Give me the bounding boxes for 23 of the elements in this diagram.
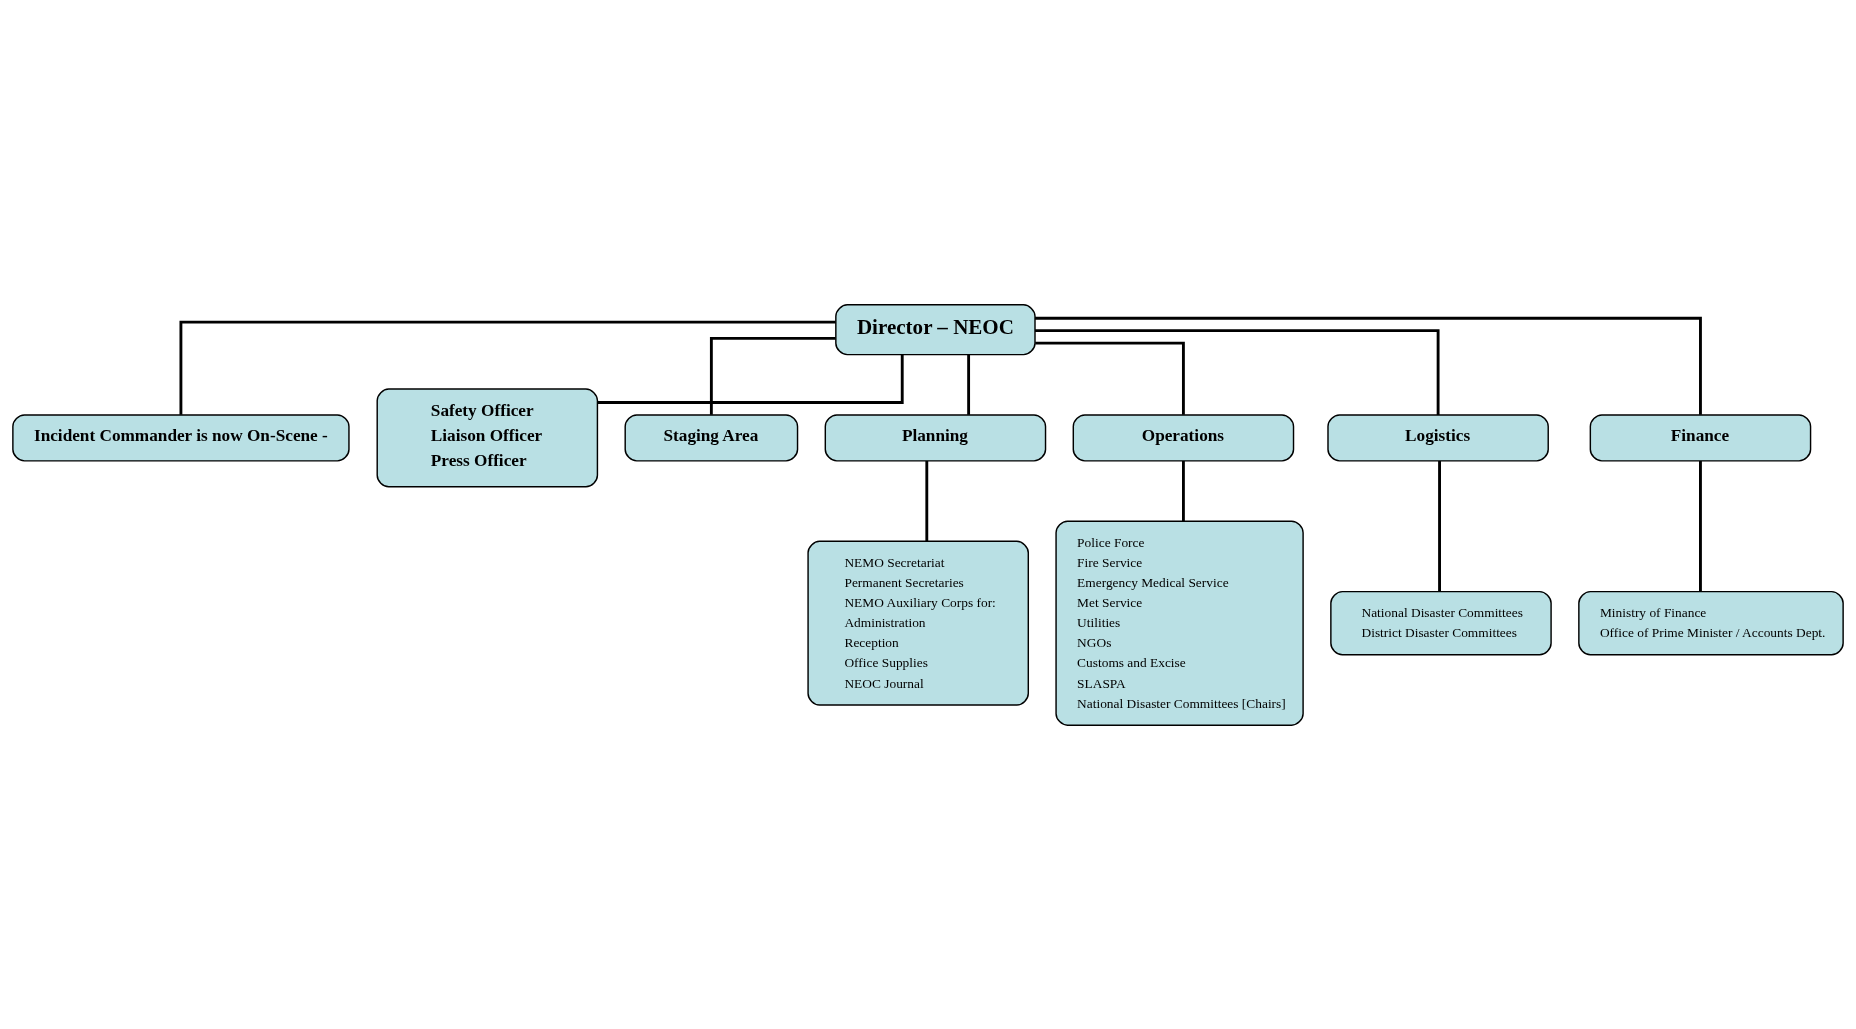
connector [1035,316,1702,415]
node-box: Finance [1589,413,1812,462]
connector [1181,460,1185,521]
node-box: NEMO Secretariat Permanent Secretaries NEMO Auxiliary Corps for: Administration Reception Office Supplies NEOC Journal [807,540,1029,706]
connector [1438,460,1441,591]
node-box: Planning [824,413,1047,462]
connector [1035,328,1440,415]
node-box: Staging Area [624,413,799,462]
node-box: Logistics [1327,413,1549,462]
node-box: Police Force Fire Service Emergency Medical Service Met Service Utilities NGOs Customs and Excise SLASPA National Disaster Committees [Chairs] [1055,520,1304,726]
connector [1699,460,1702,591]
connector [1035,341,1185,415]
node-box: Ministry of Finance Office of Prime Minister / Accounts Dept. [1578,590,1844,655]
node-box: Director – NEOC [835,303,1036,355]
node-box: Incident Commander is now On-Scene - [12,413,350,462]
connector [925,460,929,541]
connector [179,320,836,415]
node-box: Operations [1072,413,1295,462]
connector [709,336,836,415]
connector [967,354,971,415]
node-box: National Disaster Committees District Disaster Committees [1330,590,1552,655]
node-box: Safety Officer Liaison Officer Press Officer [376,387,599,487]
connector [597,354,904,404]
